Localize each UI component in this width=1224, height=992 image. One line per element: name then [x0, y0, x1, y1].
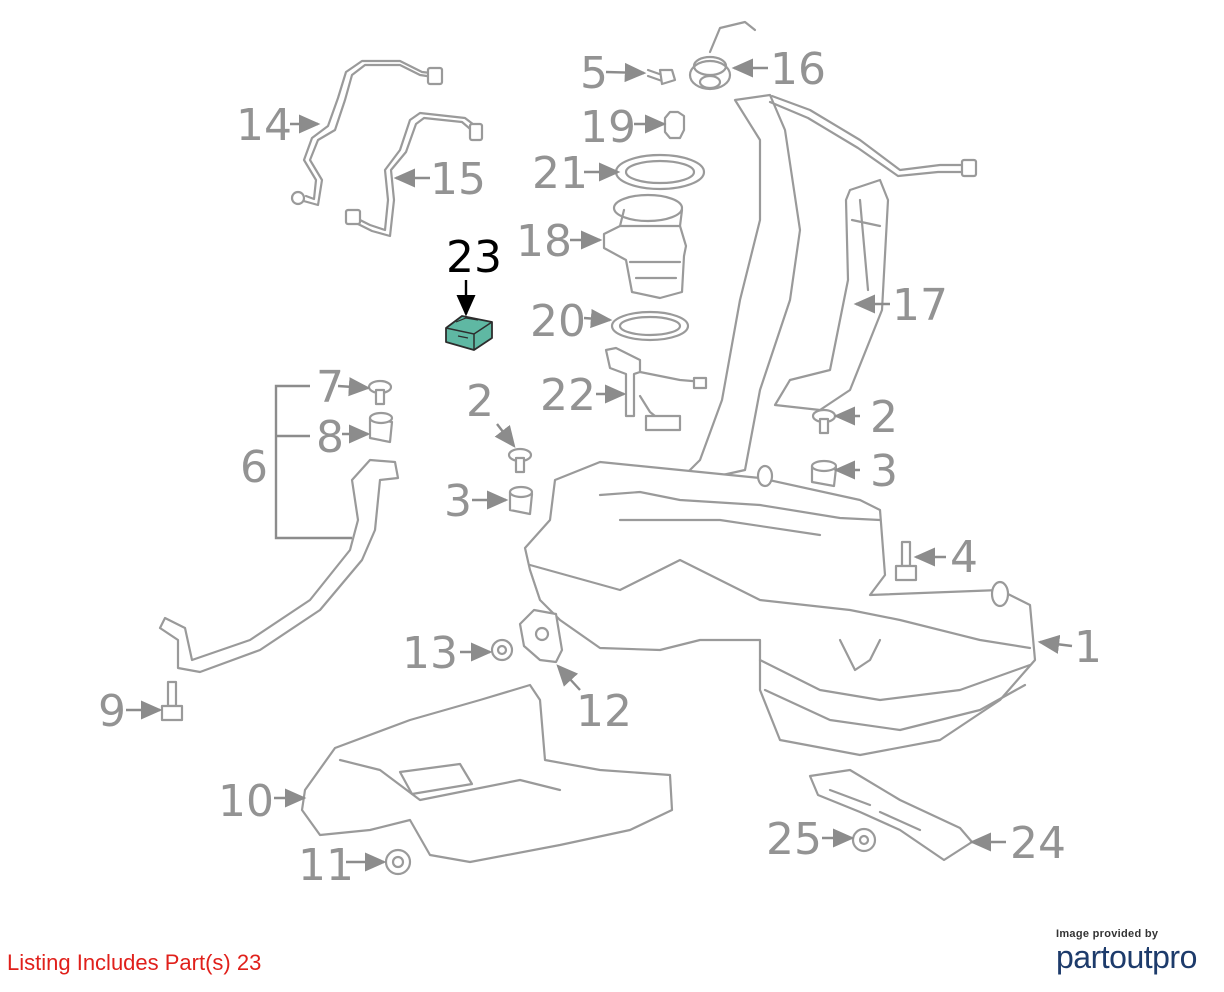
callout-14: 14	[236, 100, 292, 151]
callout-9: 9	[98, 686, 126, 737]
image-credit: Image provided by partoutpro	[1056, 928, 1216, 974]
callout-3-right: 3	[870, 446, 898, 497]
callout-1: 1	[1074, 622, 1102, 673]
callout-19: 19	[580, 102, 636, 153]
part-19-plug	[663, 110, 686, 140]
part-5-bolt	[646, 68, 677, 86]
callout-13: 13	[402, 628, 458, 679]
callout-24: 24	[1010, 818, 1066, 869]
part-9-bolt	[160, 680, 184, 722]
part-18-pump	[602, 193, 688, 300]
part-1-fuel-tank	[523, 460, 1037, 757]
part-14-hose	[290, 59, 444, 207]
part-24-heat-shield	[808, 768, 974, 862]
callout-3-left: 3	[444, 476, 472, 527]
leader-lines	[126, 58, 1073, 872]
callouts: 1 2 2 3 3 4 5 6 7 8 9 10 11 12 13 14 15 …	[98, 44, 1102, 891]
part-2-bolt-left	[507, 447, 533, 474]
part-3-mount-right	[810, 459, 838, 488]
part-15-hose	[344, 111, 484, 238]
credit-provided-by: Image provided by	[1056, 928, 1159, 940]
callout-12: 12	[576, 686, 632, 737]
callout-20: 20	[530, 296, 586, 347]
callout-8: 8	[316, 412, 344, 463]
callout-16: 16	[770, 44, 826, 95]
callout-15: 15	[430, 154, 486, 205]
callout-17: 17	[892, 280, 948, 331]
part-25-nut	[851, 827, 877, 853]
part-23-module-highlighted	[445, 315, 493, 351]
partoutpro-logo: partoutpro	[1056, 939, 1197, 975]
part-22-sender	[604, 346, 708, 432]
part-7-bolt	[367, 379, 393, 406]
callout-4: 4	[950, 532, 978, 583]
callout-2-left: 2	[466, 376, 494, 427]
part-11-nut	[384, 848, 412, 876]
part-16-cap	[688, 20, 757, 91]
callout-23-highlighted: 23	[446, 232, 502, 283]
part-17-filler-neck	[773, 178, 890, 412]
part-13-nut	[490, 638, 514, 662]
part-12-bracket	[518, 608, 564, 664]
part-2-bolt-right	[811, 408, 837, 435]
part-8-mount	[368, 411, 394, 444]
callout-22: 22	[540, 370, 596, 421]
callout-11: 11	[298, 840, 354, 891]
callout-21: 21	[532, 148, 588, 199]
part-3-mount-left	[508, 485, 534, 516]
callout-2-right: 2	[870, 392, 898, 443]
callout-5: 5	[580, 48, 608, 99]
callout-7: 7	[316, 362, 344, 413]
part-10-shield	[300, 683, 674, 864]
callout-25: 25	[766, 814, 822, 865]
part-6-strap	[158, 458, 400, 674]
callout-10: 10	[218, 776, 274, 827]
part-20-seal	[610, 310, 690, 342]
callout-6: 6	[240, 442, 268, 493]
listing-includes-note: Listing Includes Part(s) 23	[7, 950, 262, 975]
part-4-bolt	[894, 540, 918, 582]
part-21-ring	[614, 153, 706, 191]
callout-18: 18	[516, 216, 572, 267]
